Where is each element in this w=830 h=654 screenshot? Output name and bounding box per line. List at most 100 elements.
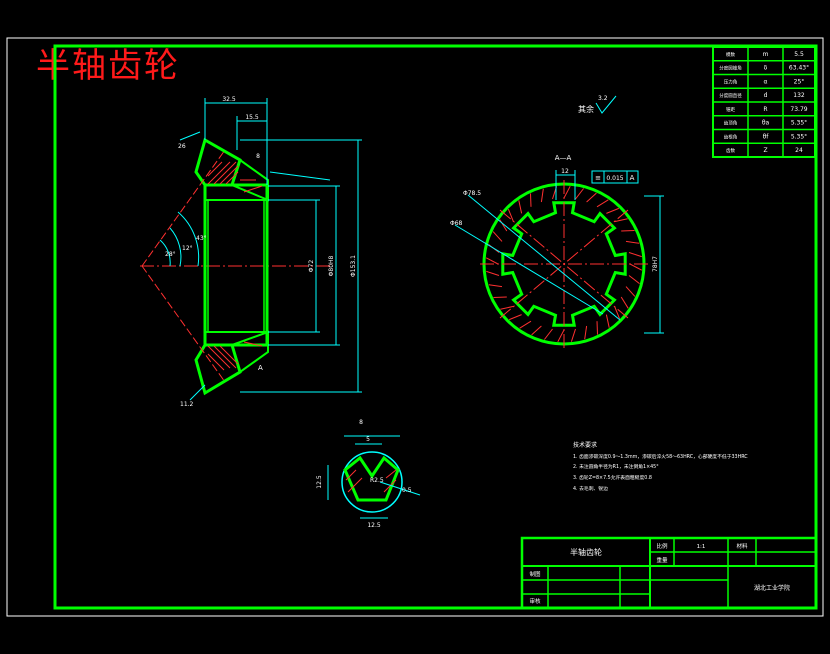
material-label: 材料	[736, 542, 748, 550]
tolerance-datum: A	[630, 174, 635, 182]
hatch-line	[605, 314, 610, 328]
hatch-line	[563, 185, 571, 199]
param-val-cell: 5.35°	[791, 133, 807, 140]
param-name-cell: 压力角	[724, 78, 738, 85]
hatch-line	[625, 240, 640, 244]
tech-req-item: 3. 齿轮Z=8×7.5允许表面粗糙度0.8	[573, 474, 652, 481]
param-name-cell: 齿根角	[724, 133, 738, 140]
dim-angle-a: 12°	[182, 245, 193, 252]
param-name-cell: 分度圆锥角	[719, 65, 742, 72]
dim-depth: 8	[256, 153, 260, 160]
hatch-line	[557, 329, 565, 343]
param-sym-cell: R	[763, 106, 767, 113]
tech-req-item: 2. 未注圆角半径为R1，未注倒角1×45°	[573, 463, 659, 470]
hatch-line	[596, 199, 609, 208]
detail-dim-radius: R2.5	[370, 477, 384, 484]
drawing-frame	[53, 44, 818, 610]
hatch-line	[485, 257, 499, 265]
tech-req-item: 1. 齿面渗碳深度0.9～1.3mm，渗碳后淬火58～63HRC，心部硬度不低于…	[573, 453, 748, 460]
hatch-line	[486, 270, 500, 276]
hatch-line	[606, 207, 619, 214]
school-name: 湖北工业学院	[754, 584, 790, 592]
param-name-cell: 模数	[726, 51, 735, 58]
hatch-line	[614, 306, 621, 319]
outer-border	[6, 37, 824, 617]
detail-dim-radius2: 0.5	[402, 487, 412, 494]
param-val-cell: 132	[793, 92, 805, 99]
technical-requirements: 技术要求 1. 齿面渗碳深度0.9～1.3mm，渗碳后淬火58～63HRC，心部…	[573, 441, 748, 492]
hatch-line	[629, 263, 643, 271]
hatch-line	[625, 286, 636, 297]
param-sym-cell: θa	[762, 120, 770, 127]
hatch-line	[570, 328, 576, 342]
param-val-cell: 63.43°	[789, 65, 809, 72]
param-val-cell: 73.79	[790, 106, 807, 113]
section-label: A—A	[555, 154, 572, 162]
roughness-note: 其余	[578, 104, 594, 114]
dim-bottom: 11.2	[180, 401, 194, 408]
param-sym-cell: θf	[763, 133, 770, 140]
hatch-line	[614, 218, 628, 223]
param-sym-cell: Z	[763, 147, 767, 154]
param-sym-cell: m	[763, 51, 769, 58]
dim-spline-width: 12	[561, 168, 569, 175]
param-val-cell: 25°	[794, 78, 805, 85]
check-label: 审核	[529, 597, 541, 605]
hatch-line	[628, 252, 642, 258]
param-name-cell: 分度圆直径	[719, 92, 742, 99]
hatch-line	[620, 296, 629, 309]
param-val-cell: 5.35°	[791, 120, 807, 127]
weight-label: 重量	[656, 556, 668, 564]
hatch-line	[500, 305, 514, 310]
hatch-line	[530, 193, 532, 207]
param-sym-cell: d	[764, 92, 768, 99]
tech-req-item: 4. 去毛刺、锐边	[573, 485, 608, 492]
roughness-value: 3.2	[598, 95, 608, 102]
dim-side: 26	[178, 143, 186, 150]
part-name: 半轴齿轮	[570, 547, 602, 557]
hatch-line	[628, 275, 640, 284]
dim-outer-diameter: Φ153.1	[350, 255, 357, 277]
datum-label: A	[258, 364, 263, 372]
hatch-line	[621, 230, 635, 232]
dim-spline-inner: Φ68	[450, 220, 463, 227]
ratio-label: 比例	[656, 542, 668, 550]
dim-top-inner: 15.5	[245, 114, 259, 121]
part-name-watermark: 半轴齿轮	[36, 46, 180, 86]
hatch-line	[519, 320, 532, 329]
param-name-cell: 齿顶角	[724, 120, 738, 127]
dim-mid-diameter: Φ80H8	[328, 255, 335, 276]
symmetry-icon: ≡	[595, 174, 601, 182]
dim-spline-outer: Φ78.5	[463, 190, 481, 197]
hatch-line	[518, 200, 523, 214]
hatch-line	[586, 192, 597, 203]
hatch-line	[531, 325, 542, 336]
param-name-cell: 齿数	[726, 147, 735, 154]
tech-req-heading: 技术要求	[573, 441, 597, 449]
param-val-cell: 24	[795, 147, 803, 154]
param-sym-cell: α	[764, 78, 768, 85]
dim-angle-c: 28°	[165, 251, 176, 258]
hatch-line	[509, 314, 522, 321]
dim-top-width: 32.5	[222, 96, 236, 103]
hatch-line	[492, 231, 503, 242]
detail-dim-top: 8	[359, 419, 363, 426]
param-val-cell: 5.5	[794, 51, 804, 58]
hatch-line	[488, 284, 503, 288]
hatch-line	[493, 296, 507, 298]
gear-section-view: 32.5 15.5 8 Φ72 Φ80H8 Φ153.1 12° 43° 28°…	[140, 96, 362, 408]
detail-dim-left: 12.5	[316, 475, 323, 489]
roughness-symbol-icon	[595, 95, 617, 114]
hatch-line	[584, 325, 588, 340]
hatch-line	[540, 188, 544, 203]
title-block: 半轴齿轮 比例 1:1 材料 重量 制图 审核 湖北工业学院	[520, 536, 818, 610]
detail-dim-bottom: 12.5	[367, 522, 381, 529]
detail-view: 8 5 12.5 12.5 R2.5 0.5	[316, 419, 421, 529]
dim-angle-b: 43°	[196, 235, 207, 242]
spline-section-view: A—A ≡ 0.015 A 12 Φ78.5 Φ68 78H7	[450, 154, 664, 348]
ratio-value: 1:1	[697, 544, 706, 550]
hatch-line	[544, 328, 553, 340]
hatch-line	[596, 321, 598, 335]
dim-spline-height: 78H7	[652, 256, 659, 272]
